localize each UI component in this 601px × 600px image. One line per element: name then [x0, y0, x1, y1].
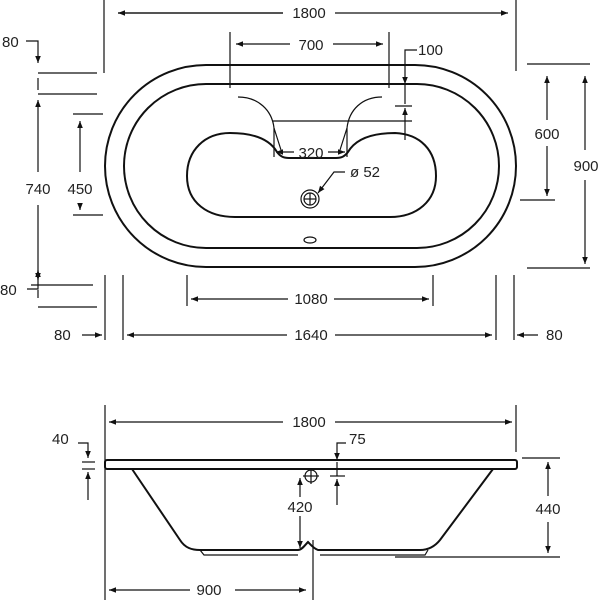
label-75: 75: [349, 431, 366, 448]
tub-feet: [199, 549, 429, 556]
dim-overall-height: 440: [395, 457, 561, 558]
outer-rim-outline: [104, 64, 517, 268]
leader-line: [27, 270, 41, 290]
leader-line: [334, 442, 346, 460]
leader-line: [402, 49, 417, 84]
dim-inner-width: 740: [25, 100, 97, 308]
dim-drain-position: 900: [109, 540, 314, 600]
headrest-left-curve: [237, 96, 282, 151]
dim-overall-length-side: 1800: [104, 405, 517, 600]
basin-outline: [185, 131, 438, 218]
label-600: 600: [534, 126, 559, 143]
dim-basin-outer: 600: [520, 76, 560, 201]
label-80-bottom: 80: [0, 282, 17, 299]
label-1800: 1800: [292, 5, 325, 22]
label-900-drain: 900: [196, 582, 221, 599]
label-450: 450: [67, 181, 92, 198]
dim-headrest-inner: 320: [273, 128, 348, 162]
top-view: [104, 64, 517, 268]
dim-inner-length: 1640: [104, 275, 515, 344]
dim-basin-length: 1080: [186, 275, 434, 308]
dim-basin-width: 450: [67, 113, 103, 216]
dim-overflow-offset: 75: [330, 431, 366, 505]
dim-overall-width: 900: [527, 63, 599, 269]
dim-overflow-height: 420: [287, 478, 313, 548]
label-100: 100: [418, 42, 443, 59]
label-900-width: 900: [573, 158, 598, 175]
dim-rim-bottom: 80: [0, 270, 41, 299]
dim-rim-top: 80: [2, 34, 97, 95]
leader-line: [317, 171, 345, 194]
label-drain-diameter: ø 52: [350, 164, 380, 181]
leader-line: [78, 442, 91, 458]
label-80-top: 80: [2, 34, 19, 51]
drain-icon: [300, 189, 320, 209]
dim-drain-diameter: ø 52: [317, 164, 380, 194]
label-740: 740: [25, 181, 50, 198]
overflow-icon: [303, 468, 319, 484]
label-320: 320: [298, 145, 323, 162]
headrest-right-curve: [339, 96, 383, 151]
label-440: 440: [535, 501, 560, 518]
label-1080: 1080: [294, 291, 327, 308]
leader-line: [26, 40, 41, 63]
label-420: 420: [287, 499, 312, 516]
dim-overall-length-top: 1800: [103, 0, 517, 73]
label-1800-side: 1800: [292, 414, 325, 431]
dim-headrest-width: 700: [229, 32, 390, 88]
dim-rim-left: 80: [54, 327, 102, 344]
overflow-hole: [303, 236, 317, 244]
tub-body-profile: [131, 468, 494, 551]
rim-profile: [104, 459, 518, 470]
label-1640: 1640: [294, 327, 327, 344]
inner-rim-outline: [123, 83, 500, 249]
label-80-right: 80: [546, 327, 563, 344]
dim-rim-thickness: 40: [52, 431, 95, 500]
label-700: 700: [298, 37, 323, 54]
label-80-left: 80: [54, 327, 71, 344]
dim-headrest-depth: 100: [395, 42, 443, 140]
label-40: 40: [52, 431, 69, 448]
dim-rim-right: 80: [517, 327, 563, 344]
